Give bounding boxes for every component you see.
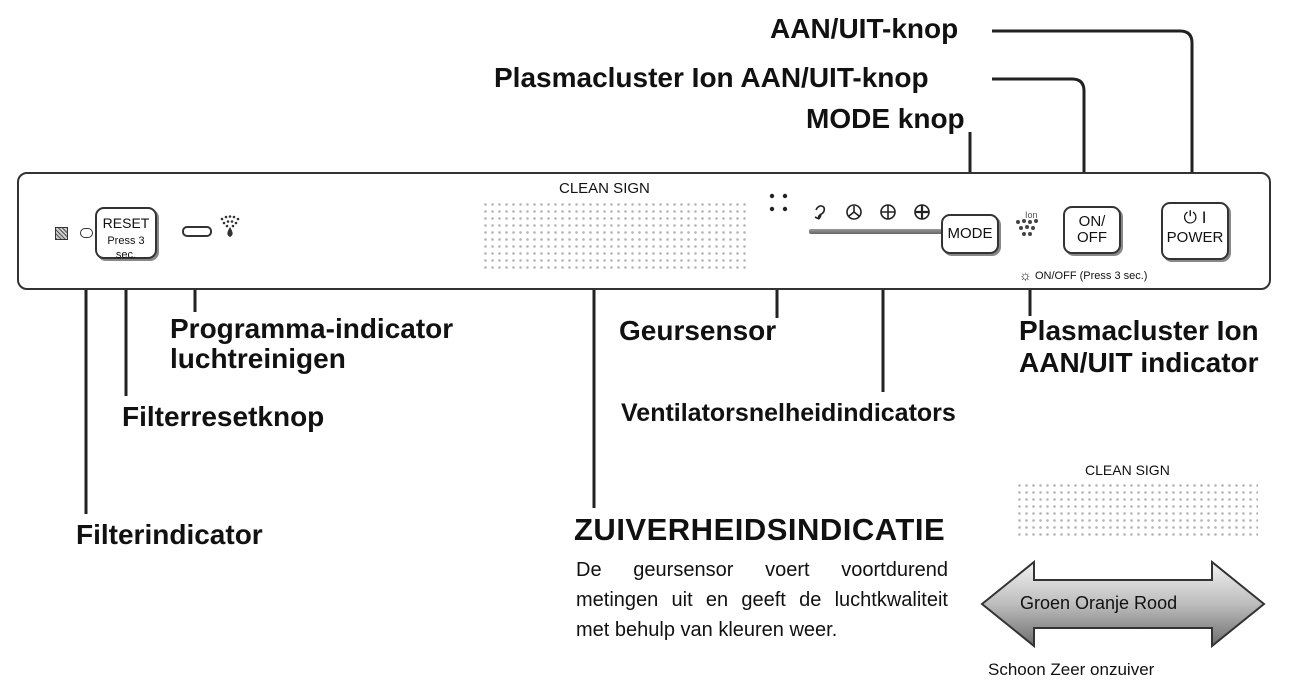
legend-double-arrow — [980, 559, 1266, 649]
filter-indicator-led — [80, 228, 93, 238]
ion-small-label: Ion — [1025, 210, 1038, 220]
filter-reset-label: Filterresetknop — [122, 401, 325, 432]
mode-button[interactable]: MODE — [941, 214, 999, 254]
purity-title: ZUIVERHEIDSINDICATIE — [574, 512, 946, 547]
ion-button-label: Plasmacluster Ion AAN/UIT-knop — [494, 62, 929, 93]
sun-icon: ☼ — [1019, 267, 1032, 283]
clean-sign-display — [482, 201, 750, 269]
ion-indicator-label-2: AAN/UIT indicator — [1019, 347, 1259, 378]
filter-indicator-label: Filterindicator — [76, 519, 263, 550]
power-symbol-icon: ⏻ I — [1183, 208, 1207, 227]
power-label: POWER — [1166, 229, 1224, 246]
fan-speed-icons — [814, 204, 930, 220]
fan-med-icon — [880, 204, 896, 220]
filter-reset-button[interactable]: RESET Press 3 sec. — [95, 207, 157, 261]
reset-label: RESET — [102, 215, 150, 231]
ion-indicator-label-1: Plasmacluster Ion — [1019, 315, 1259, 346]
power-button-leader — [992, 29, 1194, 198]
program-indicator-label-1: Programma-indicator — [170, 313, 454, 344]
odor-sensor — [769, 193, 788, 212]
fan-speed-bar — [809, 229, 951, 234]
fan-auto-icon — [814, 205, 826, 220]
legend-clean-sign-label: CLEAN SIGN — [1085, 462, 1170, 478]
legend-scale-label: Schoon Zeer onzuiver — [988, 660, 1155, 679]
clean-sign-label: CLEAN SIGN — [559, 180, 650, 197]
air-purify-icon — [220, 215, 240, 237]
onoff-line2: OFF — [1077, 229, 1107, 246]
purity-description: De geursensor voert voortdurend metingen… — [576, 559, 948, 641]
ion-button-leader — [992, 77, 1086, 196]
power-button[interactable]: ⏻ I POWER — [1161, 202, 1229, 260]
control-panel: RESET Press 3 sec. CLEAN SIGN MODE Ion — [17, 172, 1271, 290]
legend-colors-label: Groen Oranje Rood — [1020, 593, 1178, 613]
power-button-label: AAN/UIT-knop — [770, 13, 959, 44]
fan-high-icon — [914, 204, 930, 220]
legend-clean-sign-display — [1016, 482, 1258, 540]
reset-sublabel: Press 3 sec. — [107, 235, 145, 261]
program-indicator-label-2: luchtreinigen — [170, 343, 346, 374]
ion-onoff-button[interactable]: ON/ OFF — [1063, 206, 1121, 254]
program-indicator-led — [182, 226, 212, 237]
mode-label: MODE — [947, 225, 993, 242]
fan-low-icon — [846, 204, 862, 220]
filter-indicator-lamp — [55, 227, 68, 240]
ion-icon — [1016, 219, 1038, 236]
onoff-line1: ON/ — [1078, 213, 1106, 230]
fan-speed-label: Ventilatorsnelheidindicators — [621, 399, 956, 427]
odor-sensor-label: Geursensor — [619, 315, 777, 346]
onoff-press-label: ON/OFF (Press 3 sec.) — [1035, 270, 1148, 282]
mode-button-label: MODE knop — [806, 103, 965, 134]
